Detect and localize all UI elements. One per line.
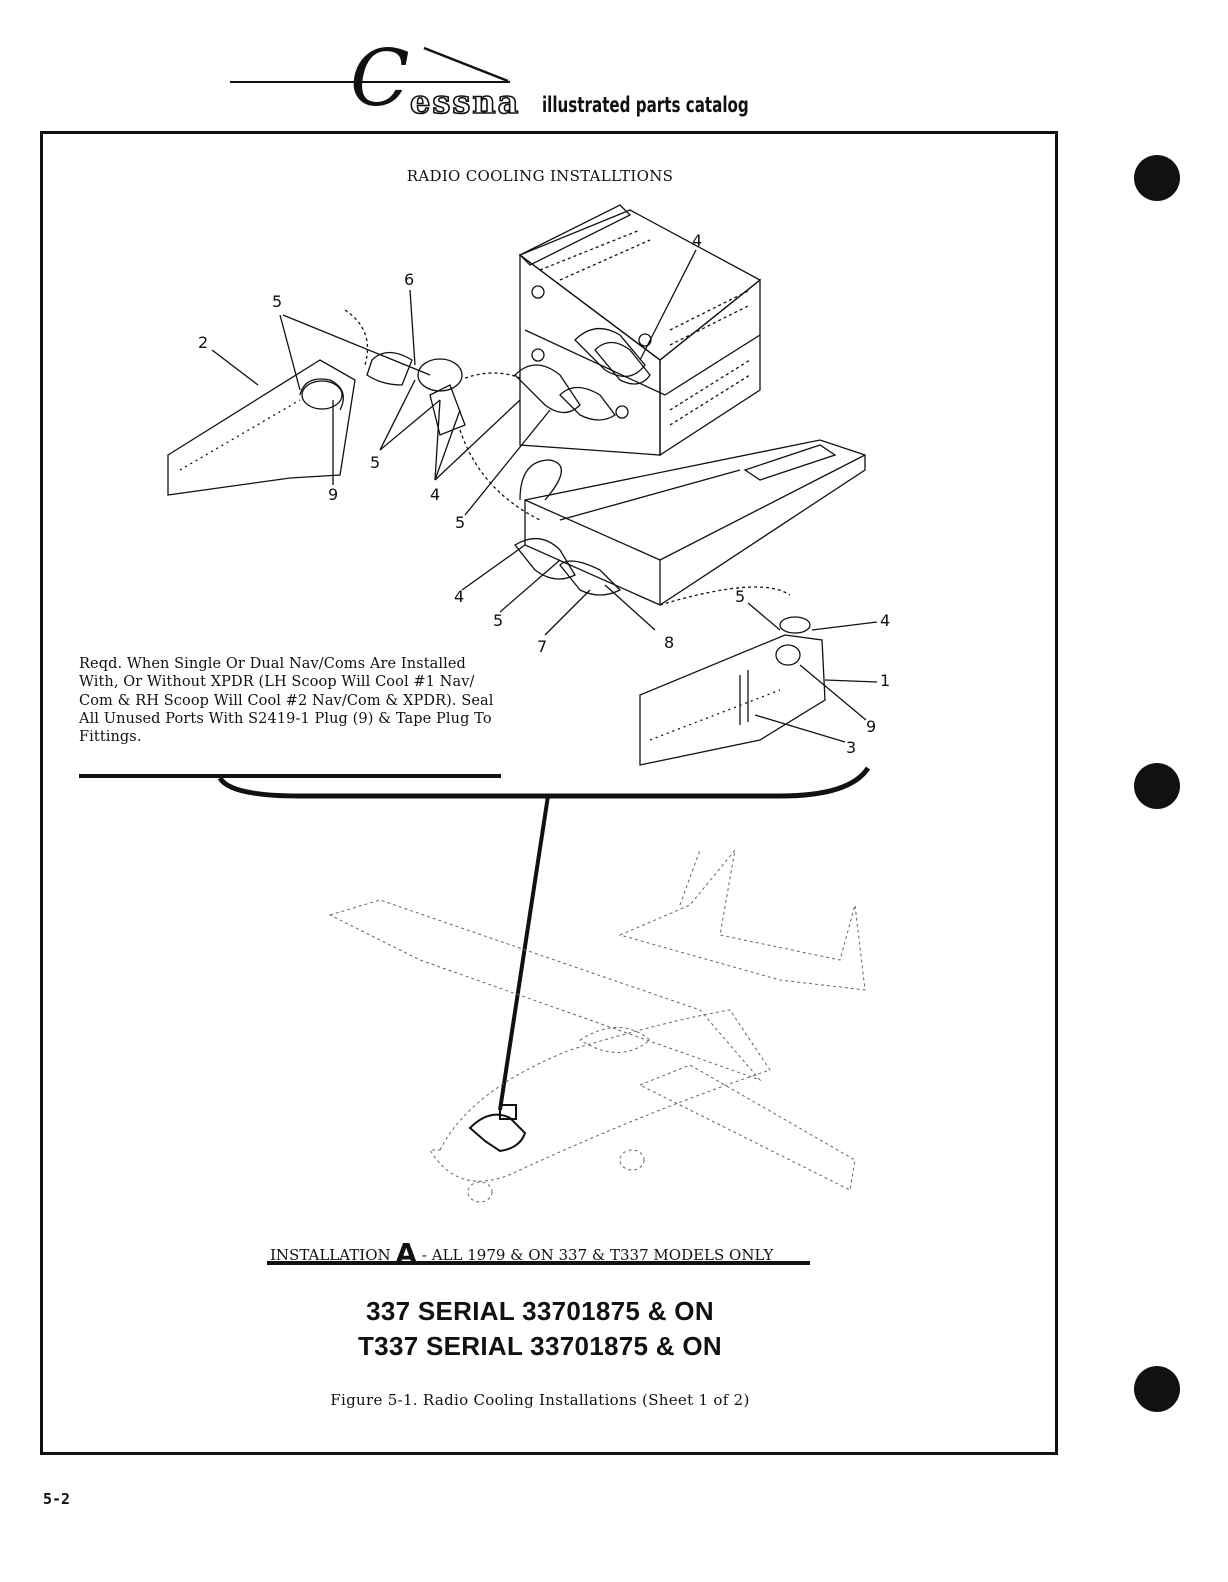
logo-initial: C [350,34,410,124]
callout-label: 7 [537,637,547,656]
callout-label: 5 [455,513,465,532]
binder-hole-icon [1134,763,1180,809]
installation-suffix: - ALL 1979 & ON 337 & T337 MODELS ONLY [421,1246,774,1264]
callout-label: 2 [198,333,208,352]
callout-label: 4 [430,485,440,504]
installation-prefix: INSTALLATION [270,1246,391,1264]
callout-label: 9 [866,717,876,736]
binder-hole-icon [1134,155,1180,201]
serial-line-1: 337 SERIAL 33701875 & ON [366,1296,714,1326]
callout-label: 5 [493,611,503,630]
callout-label: 3 [846,738,856,757]
callout-label: 1 [880,671,890,690]
callout-label: 4 [692,231,702,250]
header-rule [230,81,510,83]
page-number: 5-2 [43,1490,71,1508]
logo-wordmark: essna [409,83,521,121]
logo-swoosh-icon [423,46,509,83]
figure-frame [40,131,1058,1455]
callout-label: 5 [735,587,745,606]
callout-label: 4 [454,587,464,606]
figure-title: RADIO COOLING INSTALLTIONS [406,167,674,185]
binder-hole-icon [1134,1366,1180,1412]
callout-numbers: 4 6 5 2 5 4 9 4 5 4 5 7 8 5 1 9 3 [198,231,890,757]
callout-label: 5 [370,453,380,472]
installation-note: Reqd. When Single Or Dual Nav/Coms Are I… [79,656,494,746]
callout-label: 6 [404,270,414,289]
serial-line-2: T337 SERIAL 33701875 & ON [358,1331,722,1361]
figure-caption: Figure 5-1. Radio Cooling Installations … [330,1391,750,1409]
catalog-label: illustrated parts catalog [542,93,749,117]
installation-underline [267,1261,810,1265]
callout-label: 4 [880,611,890,630]
callout-label: 9 [328,485,338,504]
note-underline [79,774,501,778]
installation-letter: A [395,1237,418,1270]
installation-line: INSTALLATION A - ALL 1979 & ON 337 & T33… [270,1237,810,1270]
callout-label: 5 [272,292,282,311]
callout-label: 8 [664,633,674,652]
